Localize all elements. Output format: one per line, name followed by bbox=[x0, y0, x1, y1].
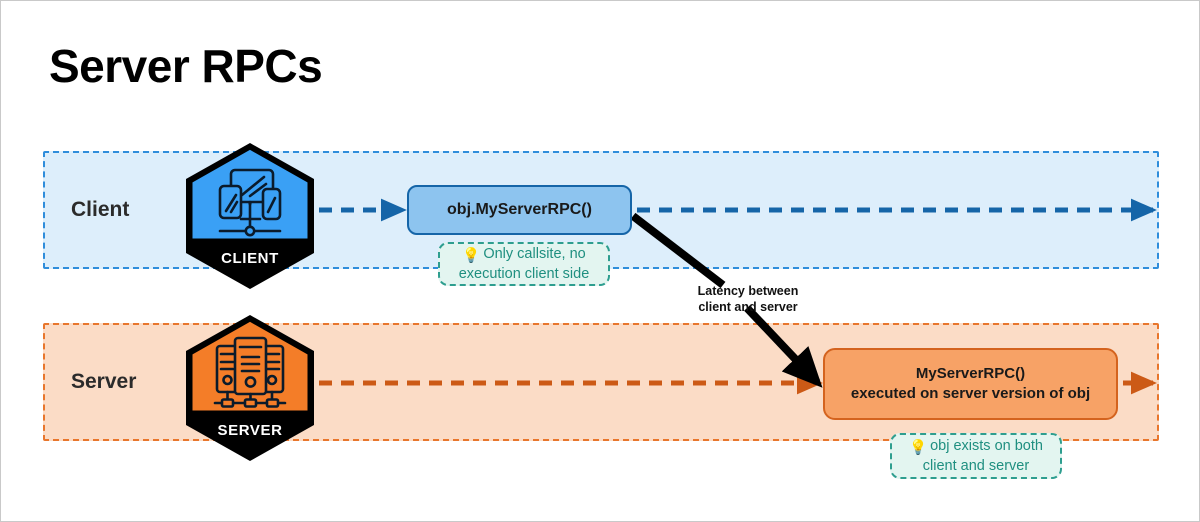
badge-client: CLIENT bbox=[184, 141, 316, 291]
latency-label-line2: client and server bbox=[698, 299, 798, 314]
note-server-line2: client and server bbox=[922, 458, 1030, 474]
note-server-line1: obj exists on both bbox=[930, 437, 1043, 454]
swimlane-label-client: Client bbox=[71, 198, 130, 221]
server-hexagon-shape bbox=[186, 315, 314, 461]
latency-label-line1: Latency between bbox=[697, 284, 799, 298]
lightbulb-icon: 💡 bbox=[462, 247, 481, 264]
note-client-line1: Only callsite, no bbox=[483, 245, 586, 262]
client-rpc-label: obj.MyServerRPC() bbox=[447, 201, 592, 218]
badge-caption-client: CLIENT bbox=[221, 250, 279, 267]
note-server-obj: 💡obj exists on both client and server bbox=[890, 433, 1062, 479]
note-client-line2: execution client side bbox=[458, 266, 590, 282]
client-hexagon-shape bbox=[186, 143, 314, 289]
lightbulb-icon: 💡 bbox=[909, 439, 928, 456]
server-racks-icon bbox=[213, 336, 287, 408]
badge-caption-server: SERVER bbox=[217, 422, 283, 439]
badge-server: SERVER bbox=[184, 313, 316, 463]
note-client-callsite: 💡Only callsite, no execution client side bbox=[438, 242, 610, 286]
client-rpc-box[interactable]: obj.MyServerRPC() bbox=[407, 185, 632, 235]
server-rpc-label-line2: executed on server version of obj bbox=[850, 385, 1091, 402]
server-rpc-box[interactable]: MyServerRPC() executed on server version… bbox=[823, 348, 1118, 420]
devices-monitor-icon bbox=[218, 168, 282, 237]
latency-label: Latency between client and server bbox=[673, 284, 823, 315]
server-rpc-label-line1: MyServerRPC() bbox=[915, 364, 1026, 382]
swimlane-label-server: Server bbox=[71, 370, 137, 393]
page-title: Server RPCs bbox=[49, 40, 323, 92]
